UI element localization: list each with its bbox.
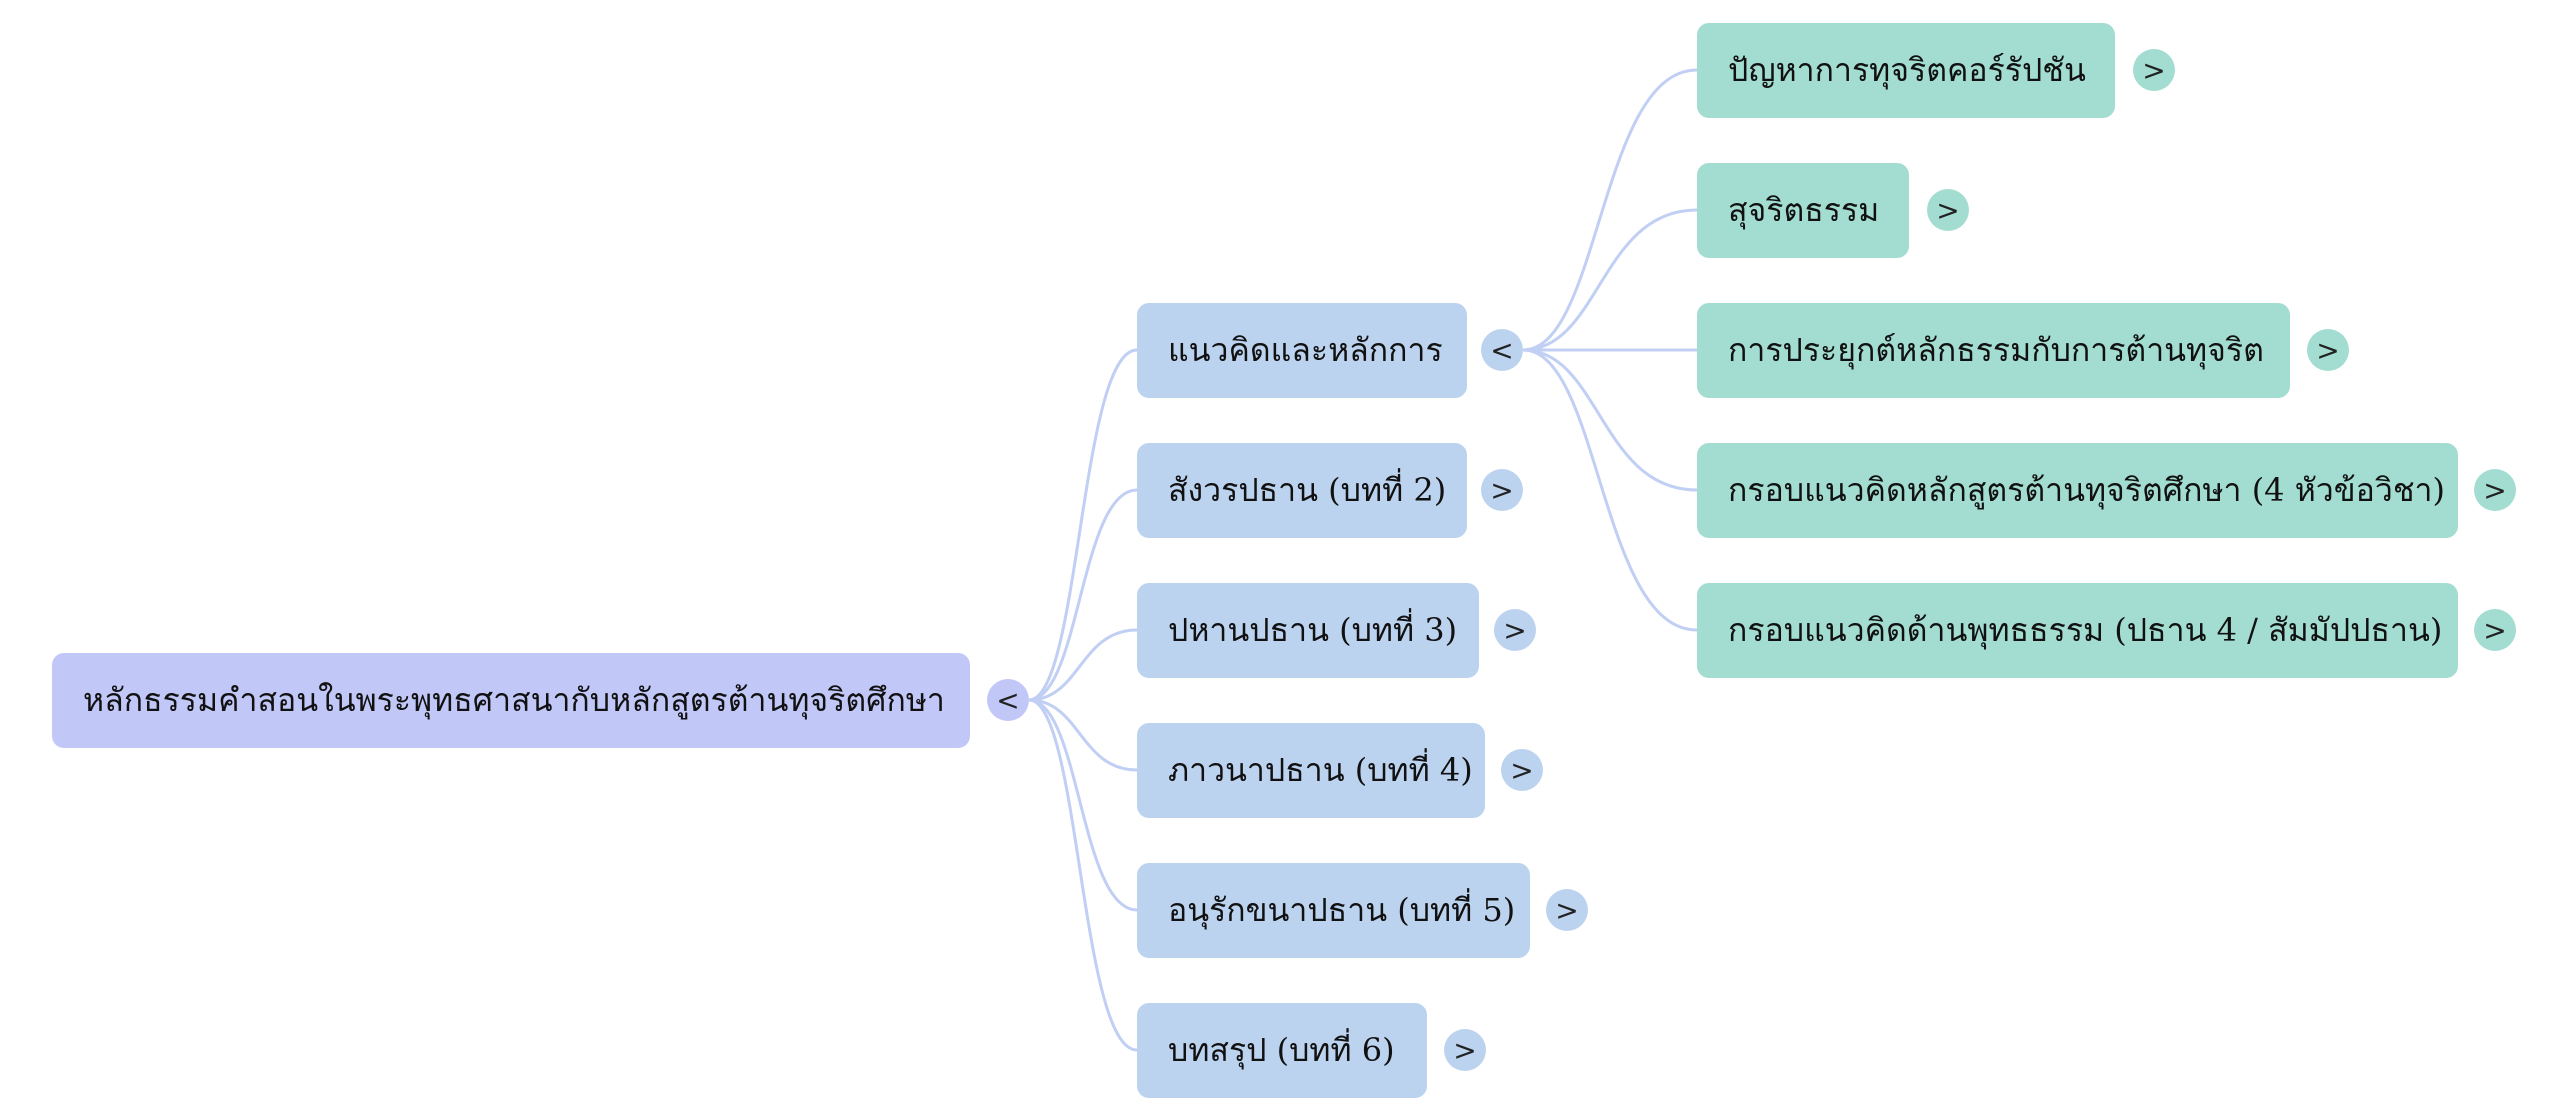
branch-node-label: สังวรปธาน (บทที่ 2) <box>1168 471 1447 509</box>
branch-node-label: ปหานปธาน (บทที่ 3) <box>1168 611 1458 649</box>
link-root-branch-4 <box>1028 698 1138 772</box>
branch-node-chapter-4[interactable]: ภาวนาปธาน (บทที่ 4) <box>1137 723 1485 818</box>
link-root-branch-3 <box>1028 628 1138 702</box>
child-node-label: กรอบแนวคิดหลักสูตรต้านทุจริตศึกษา (4 หัว… <box>1728 471 2445 509</box>
child-expand-toggle[interactable]: > <box>2474 609 2516 651</box>
child-node-label: กรอบแนวคิดด้านพุทธธรรม (ปธาน 4 / สัมมัปป… <box>1728 611 2443 649</box>
branch-expand-toggle[interactable]: > <box>1494 609 1536 651</box>
link-branch1-child-4 <box>1522 348 1698 492</box>
child-expand-toggle[interactable]: > <box>2474 469 2516 511</box>
branch-node-label: บทสรุป (บทที่ 6) <box>1168 1031 1395 1069</box>
branch-node-chapter-5[interactable]: อนุรักขนาปธาน (บทที่ 5) <box>1137 863 1530 958</box>
branch-expand-toggle[interactable]: > <box>1546 889 1588 931</box>
link-branch1-child-5 <box>1522 348 1698 632</box>
branch-collapse-toggle[interactable]: < <box>1481 329 1523 371</box>
child-node-corruption-problem[interactable]: ปัญหาการทุจริตคอร์รัปชัน <box>1697 23 2115 118</box>
link-branch1-child-1 <box>1522 68 1698 352</box>
link-branch1-child-2 <box>1522 208 1698 352</box>
branch-expand-toggle[interactable]: > <box>1444 1029 1486 1071</box>
branch-expand-toggle[interactable]: > <box>1481 469 1523 511</box>
branch-node-label: อนุรักขนาปธาน (บทที่ 5) <box>1168 891 1516 929</box>
branch-node-chapter-3[interactable]: ปหานปธาน (บทที่ 3) <box>1137 583 1479 678</box>
child-node-sujarit[interactable]: สุจริตธรรม <box>1697 163 1909 258</box>
child-expand-toggle[interactable]: > <box>2307 329 2349 371</box>
root-node-label: หลักธรรมคำสอนในพระพุทธศาสนากับหลักสูตรต้… <box>83 681 945 719</box>
child-node-label: การประยุกต์หลักธรรมกับการต้านทุจริต <box>1728 331 2264 369</box>
link-root-branch-6 <box>1028 698 1138 1052</box>
child-node-curriculum-framework[interactable]: กรอบแนวคิดหลักสูตรต้านทุจริตศึกษา (4 หัว… <box>1697 443 2458 538</box>
link-root-branch-1 <box>1028 348 1138 702</box>
link-root-branch-5 <box>1028 698 1138 912</box>
child-node-label: สุจริตธรรม <box>1728 191 1880 229</box>
child-node-label: ปัญหาการทุจริตคอร์รัปชัน <box>1728 51 2086 89</box>
branch-expand-toggle[interactable]: > <box>1501 749 1543 791</box>
child-expand-toggle[interactable]: > <box>2133 49 2175 91</box>
root-node[interactable]: หลักธรรมคำสอนในพระพุทธศาสนากับหลักสูตรต้… <box>52 653 970 748</box>
branch-node-label: ภาวนาปธาน (บทที่ 4) <box>1168 751 1473 789</box>
branch-node-concepts[interactable]: แนวคิดและหลักการ <box>1137 303 1467 398</box>
child-expand-toggle[interactable]: > <box>1927 189 1969 231</box>
link-root-branch-2 <box>1028 488 1138 702</box>
branch-node-chapter-2[interactable]: สังวรปธาน (บทที่ 2) <box>1137 443 1467 538</box>
child-node-application[interactable]: การประยุกต์หลักธรรมกับการต้านทุจริต <box>1697 303 2290 398</box>
branch-node-chapter-6[interactable]: บทสรุป (บทที่ 6) <box>1137 1003 1427 1098</box>
branch-node-label: แนวคิดและหลักการ <box>1168 331 1443 369</box>
root-collapse-toggle[interactable]: < <box>987 679 1029 721</box>
child-node-buddhist-framework[interactable]: กรอบแนวคิดด้านพุทธธรรม (ปธาน 4 / สัมมัปป… <box>1697 583 2458 678</box>
